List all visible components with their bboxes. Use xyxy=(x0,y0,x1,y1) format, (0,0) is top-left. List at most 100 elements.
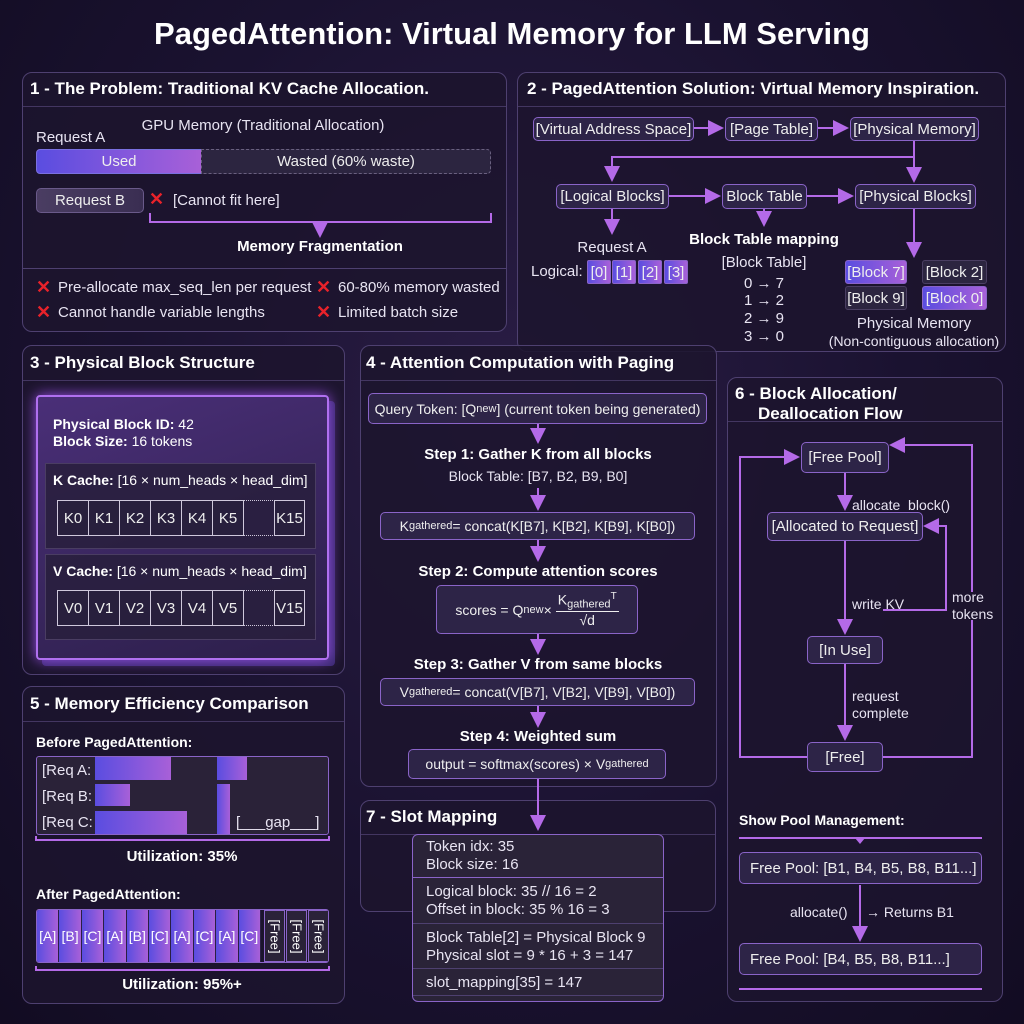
token-cell: V0 xyxy=(57,590,89,626)
cell-label: [A] xyxy=(106,928,124,944)
before-label: Before PagedAttention: xyxy=(36,734,193,750)
k-cache-title: K Cache: [16 × num_heads × head_dim] xyxy=(53,472,308,488)
gap-label: [___gap___] xyxy=(236,814,320,831)
x-icon: ✕ xyxy=(36,277,52,297)
free-cell: [Free] xyxy=(308,910,328,962)
mapping-row: 1 → 2 xyxy=(743,292,785,309)
v-cache-title: V Cache: [16 × num_heads × head_dim] xyxy=(53,563,307,579)
page-table-node: [Page Table] xyxy=(725,117,818,141)
allocated-cell: [C] xyxy=(193,910,217,962)
allocated-cell: [B] xyxy=(126,910,149,962)
token-cell: K2 xyxy=(119,500,151,536)
slot-mapping-header: 7 - Slot Mapping xyxy=(366,807,498,826)
request-complete-label-2: complete xyxy=(852,705,909,721)
x-icon: ✕ xyxy=(36,302,52,322)
req-a-bar xyxy=(95,757,171,780)
req-c-label: [Req C: xyxy=(42,814,93,831)
physical-block-9: [Block 9] xyxy=(845,286,907,310)
more-tokens-label-1: more xyxy=(952,589,984,605)
token-cell: V3 xyxy=(150,590,182,626)
physical-memory-node: [Physical Memory] xyxy=(850,117,979,141)
ellipsis-cell xyxy=(243,500,275,536)
block-table-node: Block Table xyxy=(722,184,807,209)
physical-block-0: [Block 0] xyxy=(922,286,987,310)
logical-cell: [2] xyxy=(638,260,662,284)
token-cell: K1 xyxy=(88,500,120,536)
query-note: ] (current token being generated) xyxy=(496,400,701,417)
bullet-2: 60-80% memory wasted xyxy=(338,279,500,296)
physical-blocks-node: [Physical Blocks] xyxy=(855,184,976,209)
cell-label: [Free] xyxy=(267,919,282,953)
problem-header: 1 - The Problem: Traditional KV Cache Al… xyxy=(30,79,429,98)
slot-mapping-box xyxy=(412,834,664,1002)
mapping-row: 2 → 9 xyxy=(743,310,785,327)
virtual-address-space-node: [Virtual Address Space] xyxy=(533,117,694,141)
x-icon: ✕ xyxy=(149,189,165,209)
bullet-3: Cannot handle variable lengths xyxy=(58,304,265,321)
frac-num-sub: gathered xyxy=(567,598,611,611)
logical-blocks-node: [Logical Blocks] xyxy=(556,184,669,209)
mapping-row: 3 → 0 xyxy=(743,328,785,345)
allocated-cell: [A] xyxy=(216,910,239,962)
output-text: output = softmax(scores) × V xyxy=(425,756,606,772)
step-2-title: Step 2: Compute attention scores xyxy=(418,563,658,580)
loop-left-free-to-pool xyxy=(739,449,807,758)
v-base: V xyxy=(399,684,409,700)
wasted-memory-bar: Wasted (60% waste) xyxy=(201,149,491,174)
panel-allocation xyxy=(727,377,1003,1002)
slot-line: Block size: 16 xyxy=(426,856,519,873)
cell-label: [Free] xyxy=(311,919,326,953)
step-3-title: Step 3: Gather V from same blocks xyxy=(413,656,663,673)
allocated-cell: [C] xyxy=(149,910,172,962)
v-cache-label: V Cache: xyxy=(53,563,113,579)
x-icon: ✕ xyxy=(316,302,332,322)
solution-header: 2 - PagedAttention Solution: Virtual Mem… xyxy=(527,79,980,98)
token-cell: V15 xyxy=(274,590,305,626)
cell-label: [B] xyxy=(61,928,79,944)
token-cell: V4 xyxy=(181,590,213,626)
token-cell: K3 xyxy=(150,500,182,536)
after-label: After PagedAttention: xyxy=(36,886,181,902)
cell-label: [B] xyxy=(128,928,146,944)
mapping-subtitle: [Block Table] xyxy=(721,254,807,271)
step-1-title: Step 1: Gather K from all blocks xyxy=(424,446,652,463)
free-node: [Free] xyxy=(807,742,883,772)
cannot-fit-label: [Cannot fit here] xyxy=(173,192,280,209)
slot-line: Logical block: 35 // 16 = 2 xyxy=(426,883,597,900)
cell-label: [C] xyxy=(240,928,259,944)
v-sub: gathered xyxy=(408,686,453,698)
free-pool-before: Free Pool: [B1, B4, B5, B8, B11...] xyxy=(739,852,982,884)
k-expr: = concat(K[B7], K[B2], K[B9], K[B0]) xyxy=(452,518,676,534)
cell-label: [C] xyxy=(83,928,102,944)
loop-right-free-to-pool xyxy=(883,445,973,758)
k-sub: gathered xyxy=(408,520,453,532)
request-complete-label-1: request xyxy=(852,688,899,704)
physical-memory-caption: Physical Memory xyxy=(856,315,972,332)
allocated-cell: [C] xyxy=(238,910,261,962)
k-cache-label: K Cache: xyxy=(53,472,114,488)
before-bracket xyxy=(35,836,330,841)
step-1-detail: Block Table: [B7, B2, B9, B0] xyxy=(448,468,628,484)
cell-label: [Free] xyxy=(289,919,304,953)
in-use-node: [In Use] xyxy=(807,636,883,664)
logical-label: Logical: xyxy=(531,263,583,280)
utilization-before: Utilization: 35% xyxy=(126,848,238,865)
gap-column xyxy=(217,784,230,834)
arrow-physical-split xyxy=(604,141,915,182)
token-cell: K5 xyxy=(212,500,244,536)
allocation-header-1: 6 - Block Allocation/ xyxy=(735,384,897,403)
slot-line: Block Table[2] = Physical Block 9 xyxy=(426,929,646,946)
query-text: Query Token: [Q xyxy=(374,400,477,417)
physical-block-7: [Block 7] xyxy=(845,260,907,284)
free-cell: [Free] xyxy=(286,910,307,962)
fragmentation-bracket xyxy=(149,213,492,223)
frac-num-sup: T xyxy=(610,591,617,603)
req-b-bar xyxy=(95,784,130,806)
slot-line: Offset in block: 35 % 16 = 3 xyxy=(426,901,610,918)
block-size-label: Block Size: xyxy=(53,433,128,449)
req-a-label: [Req A: xyxy=(42,762,92,779)
